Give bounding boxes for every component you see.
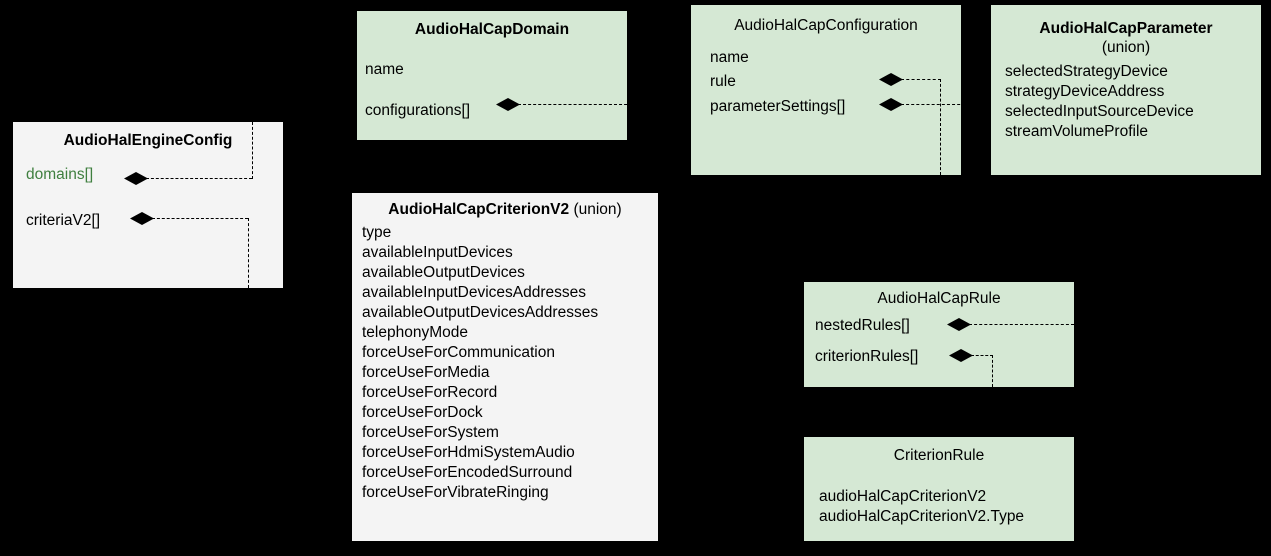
field-domains: domains[] (26, 166, 94, 183)
field-criterion-rules: criterionRules[] (815, 348, 919, 365)
field-configurations: configurations[] (365, 102, 471, 119)
field-available-output-devices-addresses: availableOutputDevicesAddresses (362, 304, 599, 322)
field-type: type (362, 224, 392, 242)
field-list-criterion-rule: audioHalCapCriterionV2 audioHalCapCriter… (819, 487, 1074, 527)
class-title-criterion-rule: CriterionRule (893, 447, 985, 464)
class-title-audio-hal-cap-configuration: AudioHalCapConfiguration (734, 17, 918, 34)
aggregation-diamond-rule (879, 73, 903, 86)
connector-criterion-rules-vertical (992, 355, 993, 387)
connector-criteria-horizontal (152, 218, 248, 219)
connector-configurations-horizontal (518, 104, 718, 105)
field-force-use-for-vibrate-ringing: forceUseForVibrateRinging (362, 484, 549, 502)
aggregation-diamond-nested-rules (947, 318, 971, 331)
field-domain-name: name (365, 61, 404, 78)
class-box-audio-hal-cap-configuration[interactable]: AudioHalCapConfiguration name rule param… (691, 5, 961, 175)
class-box-audio-hal-cap-domain[interactable]: AudioHalCapDomain name configurations[] (357, 11, 627, 140)
field-force-use-for-hdmi-system-audio: forceUseForHdmiSystemAudio (362, 444, 575, 462)
connector-criteria-vertical (248, 218, 249, 288)
field-audio-hal-cap-criterion-v2-type: audioHalCapCriterionV2.Type (819, 508, 1025, 526)
field-available-input-devices-addresses: availableInputDevicesAddresses (362, 284, 587, 302)
connector-rule-horizontal (901, 79, 941, 80)
field-selected-strategy-device: selectedStrategyDevice (1005, 62, 1168, 80)
field-nested-rules: nestedRules[] (815, 317, 910, 334)
class-title-union-suffix: (union) (573, 201, 622, 218)
aggregation-diamond-criteria-v2 (130, 212, 154, 225)
class-subtitle-audio-hal-cap-parameter: (union) (1101, 39, 1151, 57)
class-box-audio-hal-cap-rule[interactable]: AudioHalCapRule nestedRules[] criterionR… (804, 282, 1074, 387)
aggregation-diamond-parameter-settings (879, 98, 903, 111)
field-available-input-devices: availableInputDevices (362, 244, 513, 262)
class-box-audio-hal-engine-config[interactable]: AudioHalEngineConfig domains[] criteriaV… (13, 122, 283, 288)
class-title-audio-hal-cap-domain: AudioHalCapDomain (414, 21, 570, 38)
field-rule: rule (710, 73, 736, 90)
connector-parameter-settings-horizontal (901, 104, 1001, 105)
connector-domains-vertical (252, 122, 253, 179)
connector-rule-vertical (940, 79, 941, 175)
connector-criterion-rules-horizontal (971, 355, 993, 356)
aggregation-diamond-domains (124, 172, 148, 185)
field-strategy-device-address: strategyDeviceAddress (1005, 82, 1165, 100)
field-available-output-devices: availableOutputDevices (362, 264, 525, 282)
class-box-criterion-rule[interactable]: CriterionRule audioHalCapCriterionV2 aud… (804, 437, 1074, 541)
class-title-audio-hal-engine-config: AudioHalEngineConfig (63, 132, 233, 149)
field-parameter-settings: parameterSettings[] (710, 98, 846, 115)
field-selected-input-source-device: selectedInputSourceDevice (1005, 102, 1194, 120)
class-box-audio-hal-cap-criterion-v2[interactable]: AudioHalCapCriterionV2 (union) type avai… (352, 193, 658, 541)
field-telephony-mode: telephonyMode (362, 324, 468, 342)
class-title-audio-hal-cap-rule: AudioHalCapRule (877, 290, 1001, 307)
field-force-use-for-media: forceUseForMedia (362, 364, 490, 382)
field-force-use-for-communication: forceUseForCommunication (362, 344, 555, 362)
connector-domains-horizontal (146, 178, 252, 179)
field-criteria-v2: criteriaV2[] (26, 212, 101, 229)
field-stream-volume-profile: streamVolumeProfile (1005, 122, 1149, 140)
field-force-use-for-dock: forceUseForDock (362, 404, 483, 422)
field-list-cap-criterion-v2: type availableInputDevices availableOutp… (362, 223, 658, 503)
field-force-use-for-system: forceUseForSystem (362, 424, 499, 442)
class-title-text: AudioHalCapCriterionV2 (388, 201, 570, 218)
class-box-audio-hal-cap-parameter[interactable]: AudioHalCapParameter (union) selectedStr… (991, 5, 1261, 175)
aggregation-diamond-criterion-rules (949, 349, 973, 362)
field-force-use-for-encoded-surround: forceUseForEncodedSurround (362, 464, 573, 482)
field-audio-hal-cap-criterion-v2: audioHalCapCriterionV2 (819, 488, 987, 506)
field-configuration-name: name (710, 49, 749, 66)
class-title-audio-hal-cap-criterion-v2: AudioHalCapCriterionV2 (union) (352, 200, 658, 219)
class-title-audio-hal-cap-parameter: AudioHalCapParameter (1039, 20, 1213, 37)
connector-nested-rules-horizontal (969, 324, 1074, 325)
field-force-use-for-record: forceUseForRecord (362, 384, 498, 402)
aggregation-diamond-configurations (496, 98, 520, 111)
field-list-cap-parameter: selectedStrategyDevice strategyDeviceAdd… (1005, 62, 1261, 142)
